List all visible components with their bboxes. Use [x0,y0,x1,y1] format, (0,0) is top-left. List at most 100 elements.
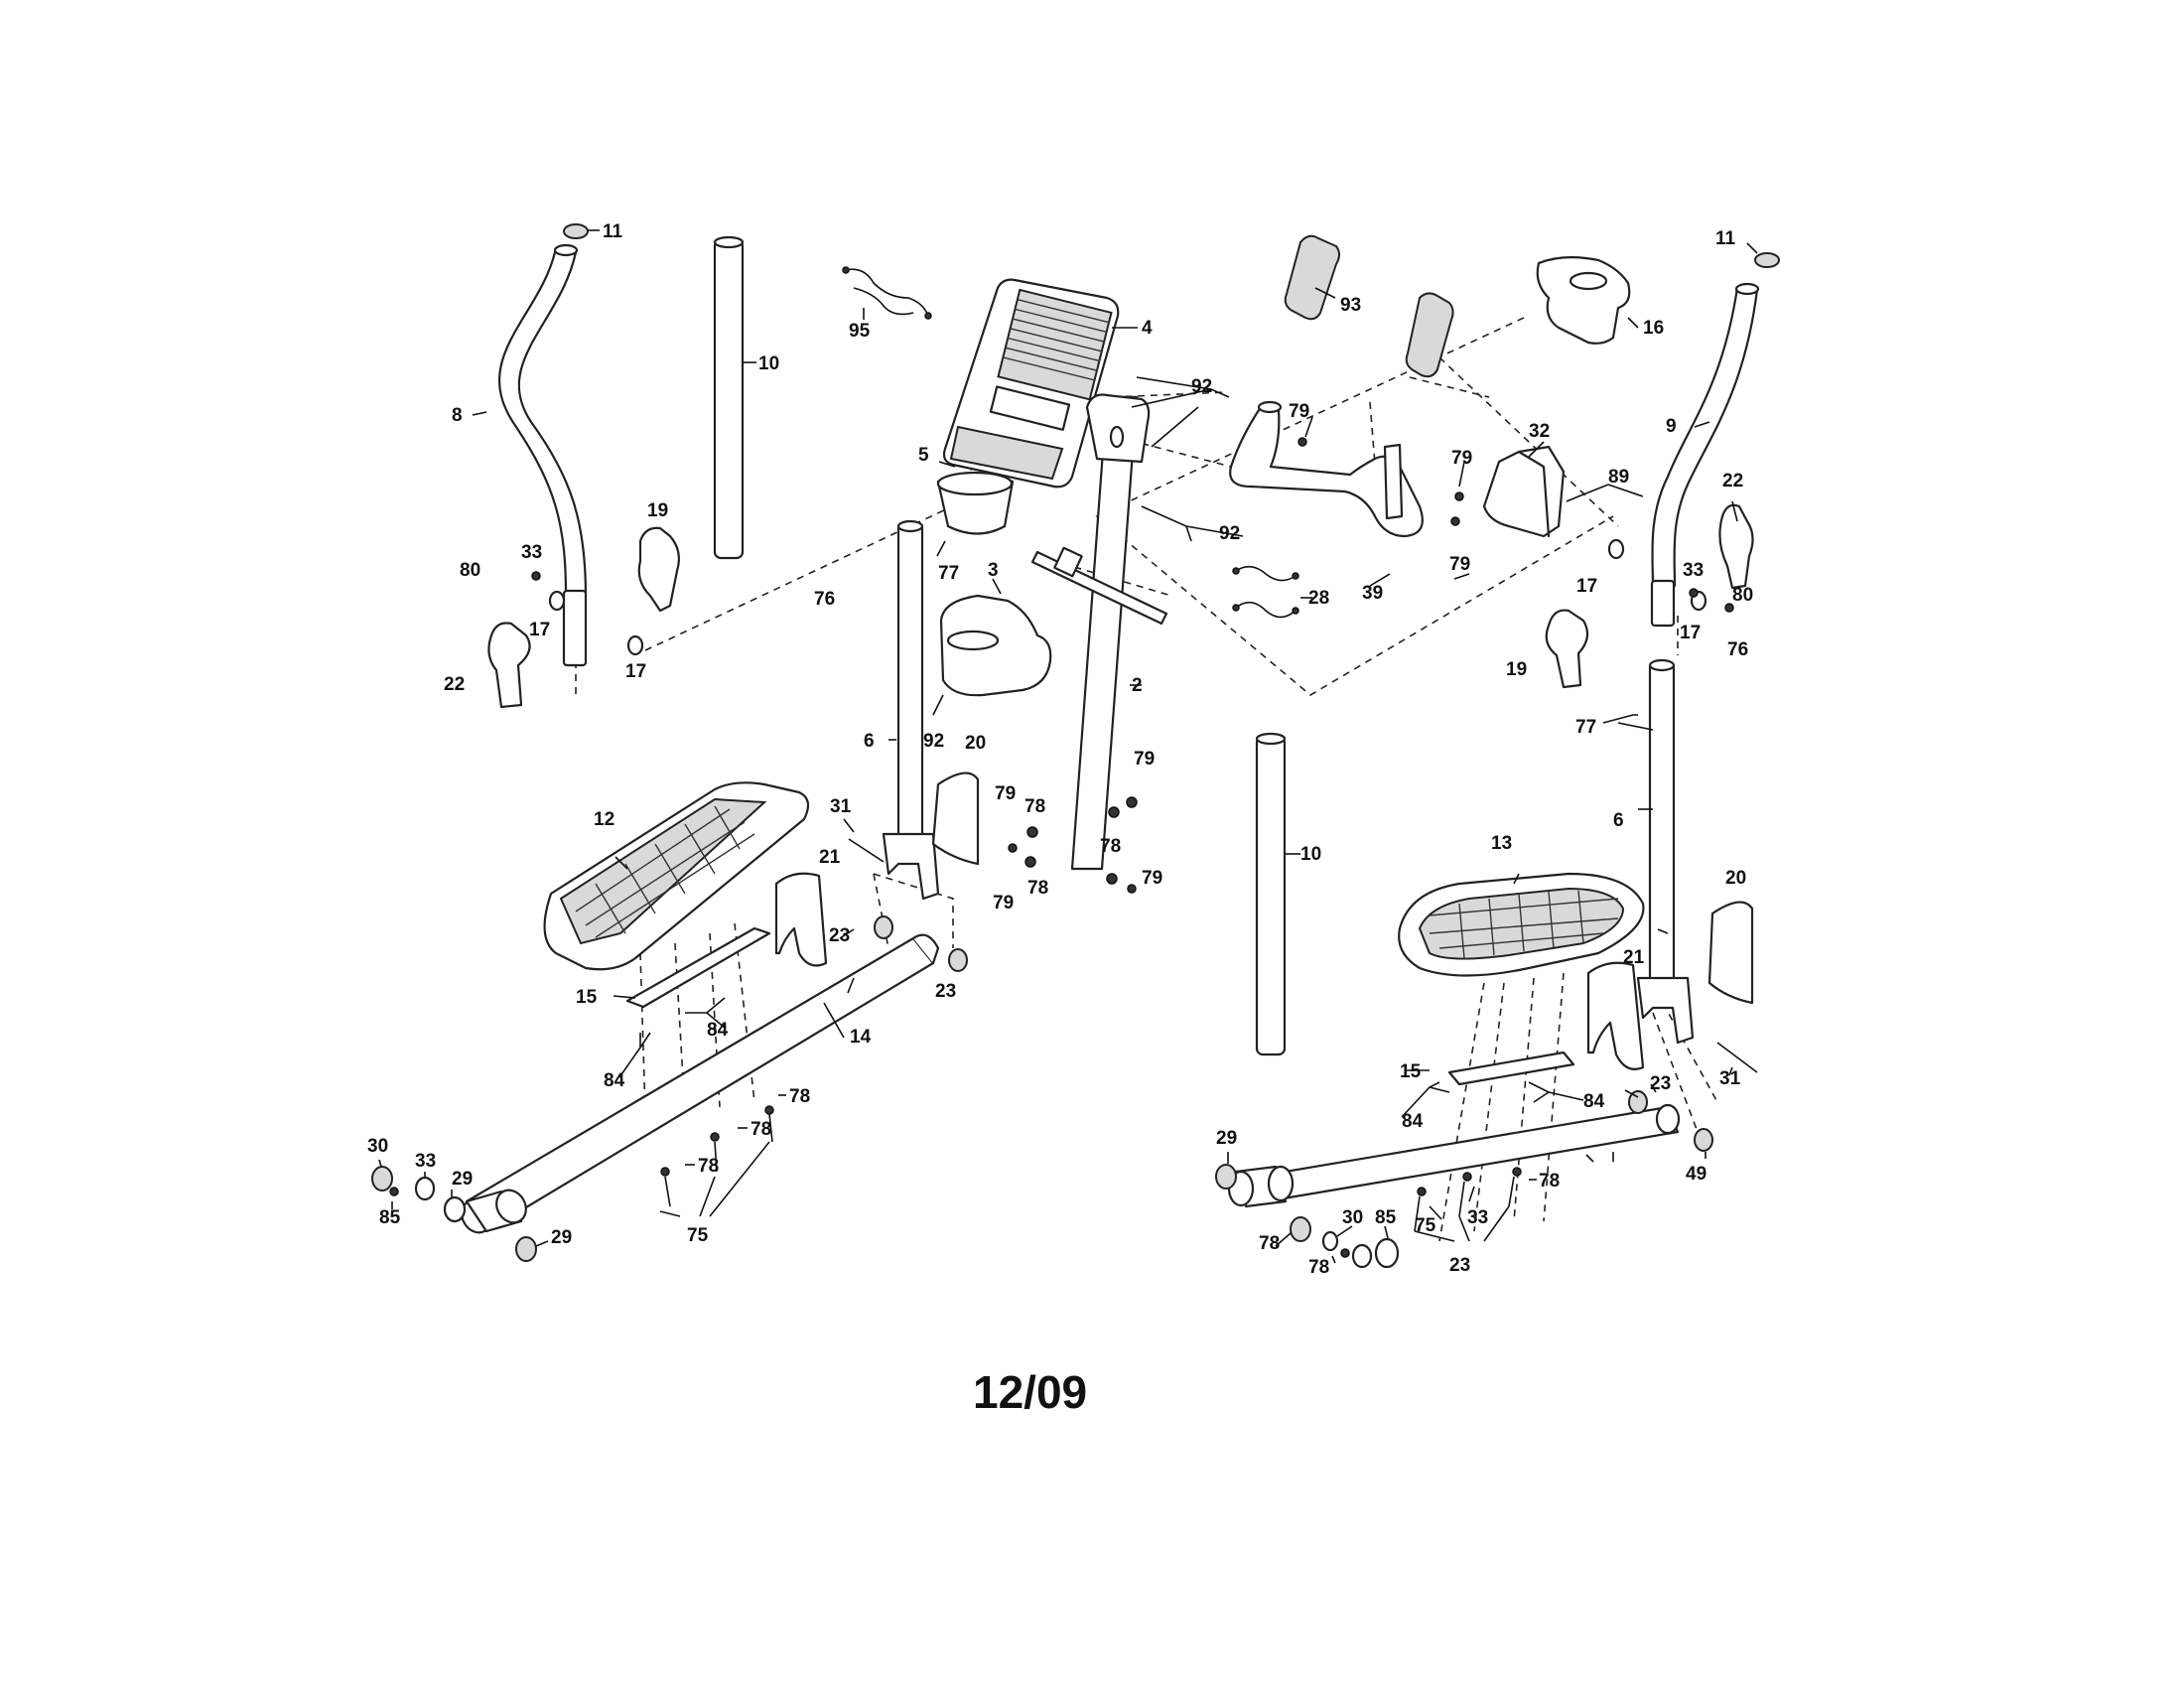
callout-labels: 11 10 95 4 93 16 11 8 92 9 79 79 32 89 2… [367,221,1753,1278]
callout-5: 5 [918,445,929,466]
callout-85-left: 85 [379,1207,401,1228]
callout-79-c: 79 [1449,554,1470,575]
callout-79-b: 79 [1451,448,1472,469]
callout-79-d: 79 [1134,749,1155,770]
upright-tube-right [1255,732,1287,1056]
callout-79-e: 79 [995,783,1016,804]
callout-29-left-a: 29 [452,1169,473,1190]
callout-78-d: 78 [789,1086,810,1107]
upper-arm-left [497,243,588,667]
callout-15-left: 15 [576,987,598,1008]
arm-clamp-19-left [637,526,680,613]
arm-post-left [882,519,940,901]
arm-post-right [1636,658,1695,1045]
callout-17-left-a: 17 [529,620,550,640]
callout-78-a: 78 [1024,796,1045,817]
callout-39: 39 [1362,583,1383,604]
callout-78-f: 78 [698,1156,719,1177]
callout-78-e: 78 [751,1119,771,1140]
console [942,278,1120,489]
wire-harness-28 [1232,565,1299,619]
callout-76-left: 76 [814,589,835,610]
callout-84-right-b: 84 [1583,1091,1605,1112]
pulse-grip-right [1405,292,1454,378]
axle [1030,546,1168,626]
wire-harness-95 [842,266,932,320]
callout-78-g: 78 [1539,1171,1560,1192]
callout-10-left: 10 [758,353,779,374]
pedal-plate-left [625,926,771,1009]
callout-78-h: 33 [1467,1207,1488,1228]
callout-30-right: 85 [1375,1207,1397,1228]
main-upright [1070,393,1151,871]
callout-12: 12 [594,809,614,830]
callout-84-left-a: 84 [604,1070,625,1091]
pedal-left [543,781,810,971]
callout-23-left-b: 23 [935,981,956,1002]
handlebar-bracket [1482,445,1566,538]
cover-21-left [774,872,828,967]
callout-32: 32 [1529,421,1550,442]
pedal-arm-left [461,933,940,1234]
front-shroud [939,594,1052,697]
callout-15-right: 15 [1400,1061,1422,1082]
callout-79-a: 79 [1289,401,1309,422]
callout-21-left: 21 [819,847,841,868]
pedal-plate-right [1447,1051,1575,1086]
callout-33-bottom-left: 33 [415,1151,436,1172]
callout-84-left-b: 84 [707,1020,729,1041]
callout-17-right-a: 17 [1576,576,1597,597]
callout-19-left: 19 [647,500,668,521]
upper-arm-right [1650,282,1760,628]
callout-93: 93 [1340,295,1361,316]
callout-20-left: 20 [965,733,986,754]
arm-clamp-19-right [1545,609,1589,689]
callout-75-left: 75 [687,1225,709,1246]
leader-lines [378,229,1758,1264]
callout-77-right: 77 [1575,717,1596,738]
callout-33-bottom-right: 30 [1342,1207,1363,1228]
callout-4: 4 [1142,318,1153,339]
callout-78-b: 78 [1100,836,1121,857]
callout-33-left: 33 [521,542,542,563]
callout-31-right: 31 [1719,1068,1741,1089]
callout-28: 28 [1308,588,1329,609]
callout-23-right-a: 23 [1650,1073,1671,1094]
pedal-right [1398,872,1645,977]
callout-79-g: 79 [1142,868,1162,889]
bottle-holder [936,471,1015,535]
callout-17-right-b: 17 [1680,623,1701,643]
end-cap-left [563,223,589,239]
callout-22-left: 22 [444,674,465,695]
end-cap-right [1754,252,1780,268]
callout-92-low: 92 [923,731,944,752]
callout-6-left: 6 [864,731,875,752]
callout-20-right: 20 [1725,868,1746,889]
arm-clamp-22-left [487,622,531,709]
footer-date: 12/09 [973,1366,1087,1418]
callout-3: 3 [988,560,999,581]
callout-78-c: 78 [1027,878,1048,899]
callout-80-left: 80 [460,560,480,581]
callout-14: 14 [850,1027,872,1048]
handlebar [1229,400,1424,538]
callout-80-right: 80 [1732,585,1753,606]
pulse-grip-left [1284,234,1340,321]
arm-clamp-22-right [1718,503,1754,590]
callout-8: 8 [452,405,463,426]
cover-20-right [1707,901,1754,1005]
callout-89: 89 [1608,467,1629,488]
callout-78-i: 75 [1415,1215,1436,1236]
callout-21-right: 21 [1623,947,1645,968]
callout-92-top: 92 [1191,376,1212,397]
callout-75-right: 23 [1449,1255,1470,1276]
callout-11-left: 11 [603,221,623,242]
callout-9: 9 [1666,416,1677,437]
callout-29-left-b: 29 [551,1227,572,1248]
hardware-washers-bolts [371,437,1758,1269]
pedal-arm-right [1227,1103,1681,1208]
callout-19-right: 19 [1506,659,1527,680]
callout-76-right: 76 [1727,639,1748,660]
callout-29-right-b: 78 [1259,1233,1280,1254]
upright-tube-left [713,235,745,560]
